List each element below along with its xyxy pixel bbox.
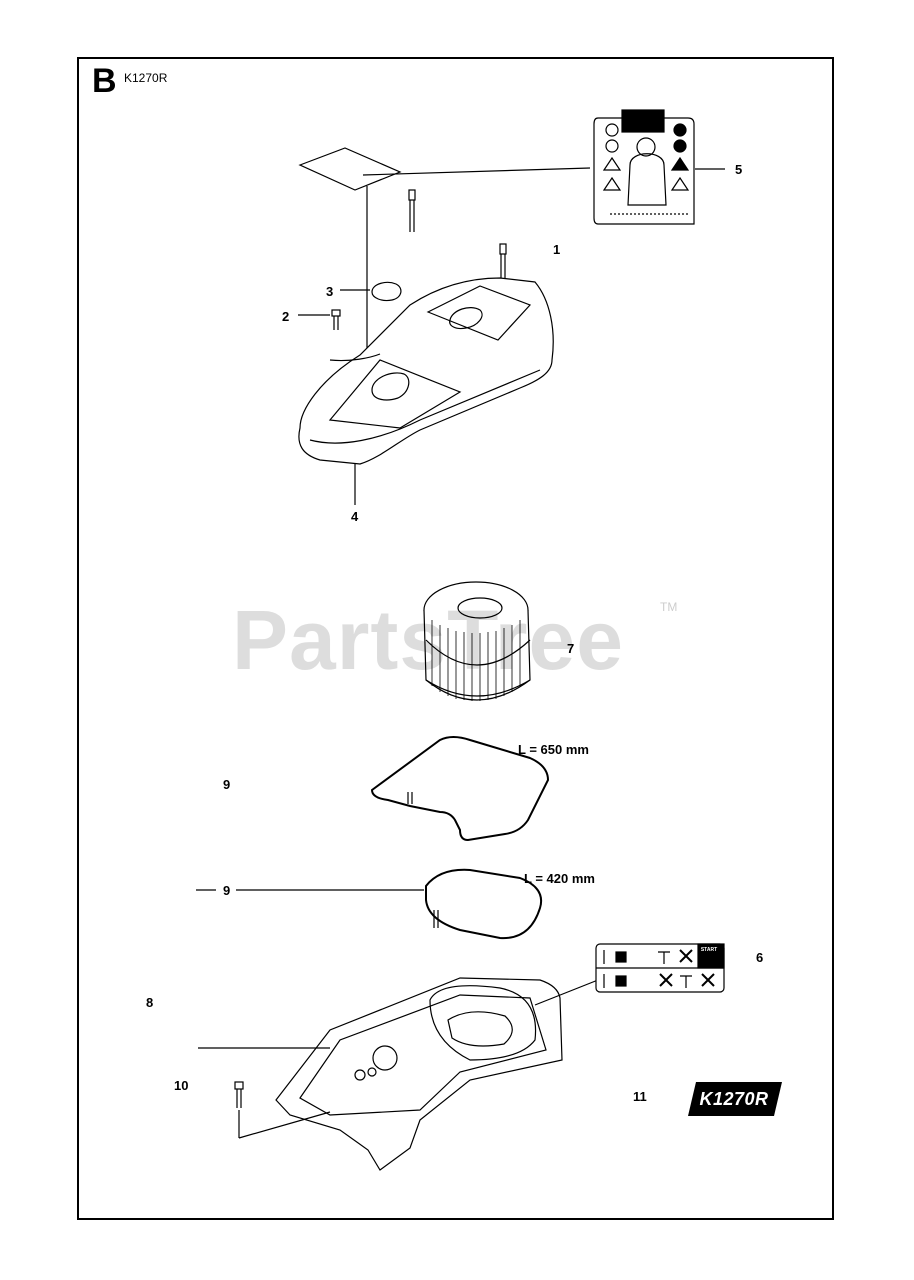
- air-filter: [423, 581, 531, 701]
- base-screw: [234, 1081, 331, 1139]
- seal-large-length: L = 650 mm: [518, 742, 589, 757]
- control-decal: [595, 943, 725, 993]
- seal-small-length: L = 420 mm: [524, 871, 595, 886]
- callout-7: 7: [567, 641, 575, 656]
- callout-3: 3: [326, 284, 334, 299]
- decal-start-label: START: [700, 947, 718, 953]
- callout-5: 5: [735, 162, 743, 177]
- callout-9-small-seal: 9: [223, 883, 231, 898]
- model-badge-shape: [688, 1082, 782, 1116]
- model-code: K1270R: [124, 71, 168, 85]
- watermark: PartsTree: [232, 593, 624, 687]
- small-screw: [298, 309, 341, 330]
- callout-11: 11: [633, 1089, 647, 1104]
- diagram-frame: [77, 57, 834, 1220]
- seal-small: [425, 868, 542, 940]
- callout-8: 8: [146, 995, 154, 1010]
- warning-decal: [593, 109, 695, 225]
- callout-4: 4: [351, 509, 359, 524]
- section-letter: B: [92, 62, 117, 100]
- callout-2: 2: [282, 309, 290, 324]
- cylinder-cover: [298, 277, 554, 505]
- seal-large: [370, 736, 550, 842]
- callout-9-large-seal: 9: [223, 777, 231, 792]
- filter-base: [198, 977, 599, 1171]
- model-badge-text: K1270R: [699, 1089, 769, 1109]
- callout-10: 10: [174, 1078, 189, 1093]
- callout-1: 1: [553, 242, 561, 257]
- knob: [340, 281, 402, 302]
- decal-sheet: [298, 147, 402, 191]
- watermark-tm: TM: [660, 600, 678, 614]
- top-bolt: [408, 189, 416, 232]
- callout-6: 6: [756, 950, 764, 965]
- model-badge: K1270R: [690, 1082, 778, 1116]
